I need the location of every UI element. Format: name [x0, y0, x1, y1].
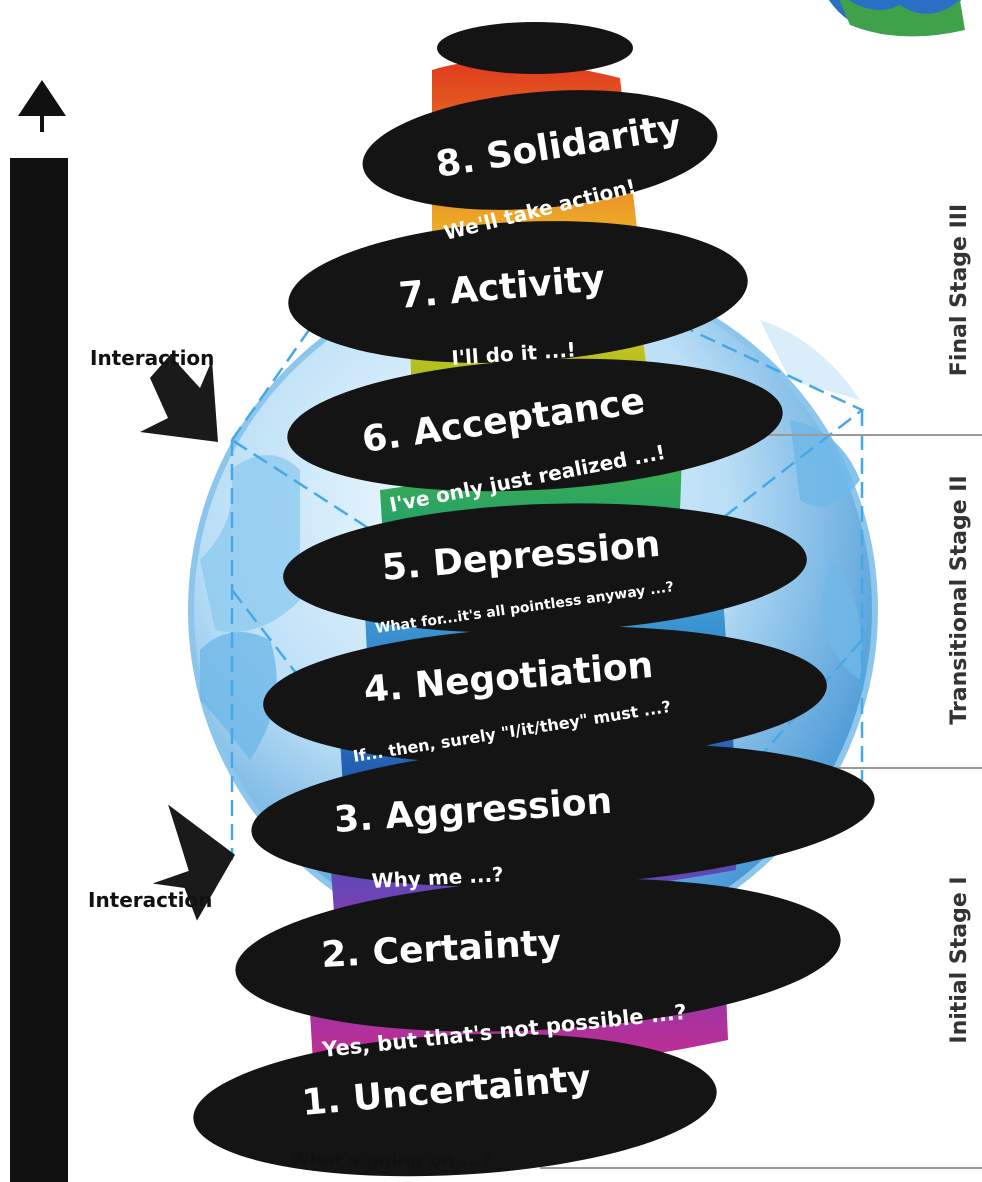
- interaction-arrow-icon: [140, 355, 218, 442]
- discs: [193, 22, 875, 1177]
- step-quote-1: What's going on ...?: [290, 1150, 492, 1171]
- stage-label-final: Final Stage III: [947, 203, 972, 377]
- disc-8-main: [362, 90, 718, 210]
- disc-7: [288, 221, 748, 363]
- corner-globe-icon: [828, 0, 965, 37]
- disc-5: [283, 503, 807, 633]
- up-arrow-icon: [18, 80, 66, 132]
- disc-8: [437, 22, 633, 74]
- stage-label-transitional: Transitional Stage II: [947, 475, 972, 725]
- disc-3: [251, 743, 875, 887]
- interaction-label-top: Interaction: [90, 346, 215, 370]
- interaction-arrow-icon: [152, 804, 235, 921]
- society-axis-bar: [10, 158, 68, 1182]
- disc-6: [287, 358, 783, 492]
- society-label: SOCIETY: [29, 527, 75, 739]
- disc-1: [193, 1033, 717, 1177]
- interaction-label-bottom: Interaction: [88, 888, 213, 912]
- disc-2: [235, 878, 841, 1032]
- disc-4: [263, 626, 827, 764]
- stage-label-initial: Initial Stage I: [947, 876, 972, 1044]
